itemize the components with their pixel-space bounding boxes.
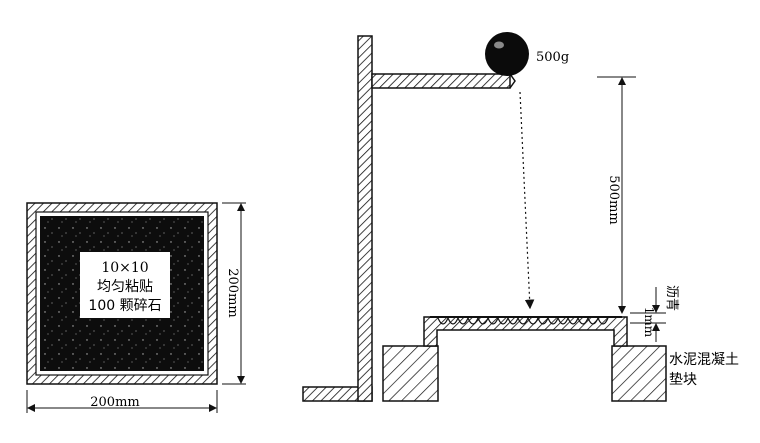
sample-height-dimension: 200mm [222, 202, 246, 385]
sample-width-label: 200mm [90, 395, 139, 410]
sample-label-box [80, 252, 170, 318]
aggregate-chips [437, 316, 609, 325]
drop-path [519, 91, 535, 310]
sample-label-line2: 均匀粘贴 [97, 279, 153, 295]
stand-post [357, 35, 373, 402]
sample-plan-view: 10×10 均匀粘贴 100 颗碎石 200mm 200mm [26, 202, 246, 413]
left-concrete-block [382, 345, 439, 402]
ball-mass-label: 500g [536, 50, 569, 65]
sample-label-line3: 100 颗碎石 [88, 298, 161, 314]
sample-width-dimension: 200mm [26, 390, 218, 413]
concrete-block-label-line1: 水泥混凝土 [669, 352, 739, 368]
concrete-block-label-line2: 垫块 [669, 372, 697, 388]
sample-height-label: 200mm [225, 268, 240, 317]
drop-test-rig: 500g 500mm 沥青 1mm 水泥混凝土 垫块 [302, 32, 739, 402]
drop-height-label: 500mm [606, 175, 621, 224]
steel-ball [485, 32, 529, 76]
sample-tray-section [423, 316, 628, 347]
release-hook [509, 73, 516, 89]
drop-height-dimension: 500mm [597, 76, 636, 314]
asphalt-label: 沥青 [664, 285, 679, 311]
stand-arm [371, 73, 511, 89]
right-concrete-block [611, 345, 667, 402]
sample-label-line1: 10×10 [101, 260, 148, 276]
asphalt-thickness-callout: 沥青 1mm [630, 285, 679, 342]
ball-highlight [494, 41, 504, 49]
asphalt-thickness-label: 1mm [642, 307, 656, 338]
